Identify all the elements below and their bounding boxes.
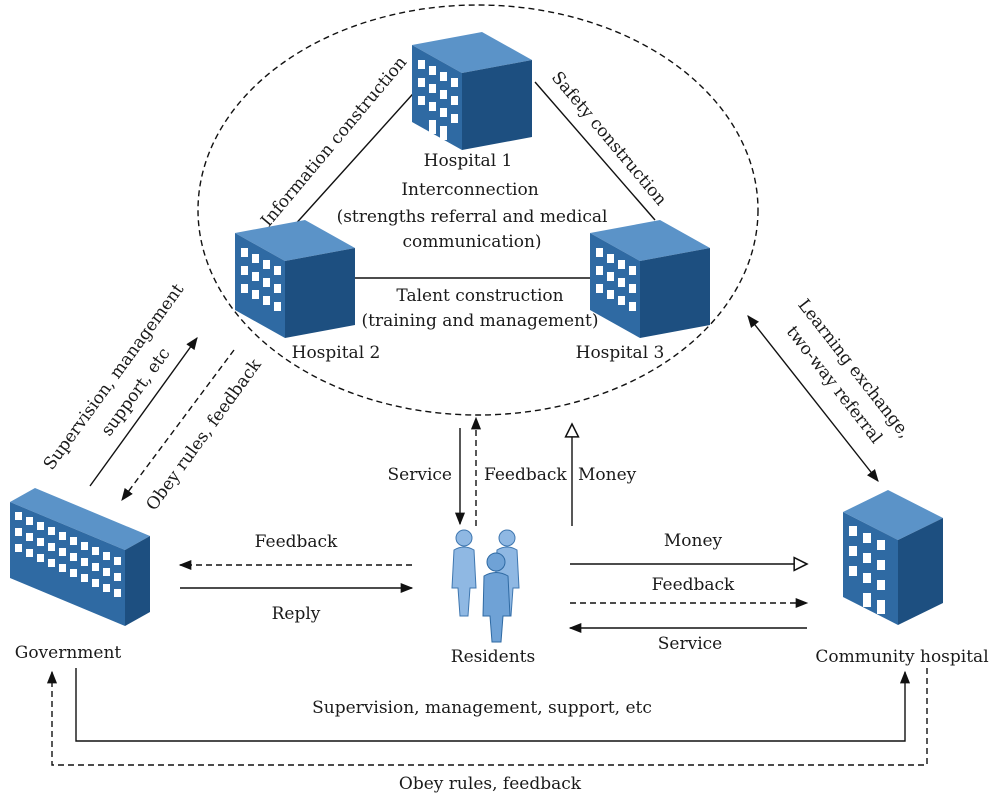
arrow-gov-to-hospitals [89,336,198,487]
government-label: Government [15,643,122,663]
edge-h1-h3 [534,81,656,221]
interconnection-line-3: communication) [402,232,541,252]
arrow-community-feedback-gov [46,668,928,766]
hospital-group-ellipse [197,4,759,416]
hospital-1-icon [412,32,532,150]
gov-up-label-1: Supervision, management [40,280,189,474]
arrow-gov-supervision-community [75,668,911,742]
government-building-icon [10,488,150,626]
comm-service-label: Service [658,634,722,654]
gov-reply-label: Reply [272,604,321,624]
talent-line-2: (training and management) [361,311,598,331]
talent-line-1: Talent construction [396,286,563,306]
hospital-2-label: Hospital 2 [292,343,381,363]
arrow-learning-exchange [747,315,879,482]
service-down-label: Service [388,465,452,485]
hospital-3-icon [590,220,710,338]
gov-feedback-label: Feedback [255,532,338,552]
bottom-supervision-label: Supervision, management, support, etc [312,698,652,718]
edge-h1-h2 [291,85,421,229]
arrow-hospitals-to-gov [121,349,235,502]
residents-icon [451,529,520,643]
hospital-3-label: Hospital 3 [576,343,665,363]
interconnection-line-1: Interconnection [401,180,538,200]
comm-money-label: Money [664,531,723,551]
hospital-2-icon [235,220,355,338]
gov-down-label: Obey rules, feedback [142,355,266,515]
hospital-1-label: Hospital 1 [424,151,513,171]
bottom-feedback-label: Obey rules, feedback [399,774,582,794]
community-hospital-label: Community hospital [815,647,988,667]
safety-construction-label: Safety construction [547,68,671,210]
comm-feedback-label: Feedback [652,575,735,595]
money-up-label: Money [578,465,637,485]
community-hospital-icon [843,490,943,625]
feedback-up-label: Feedback [484,465,567,485]
residents-label: Residents [451,647,535,667]
interconnection-line-2: (strengths referral and medical [337,207,608,227]
information-construction-label: Information construction [257,53,411,231]
